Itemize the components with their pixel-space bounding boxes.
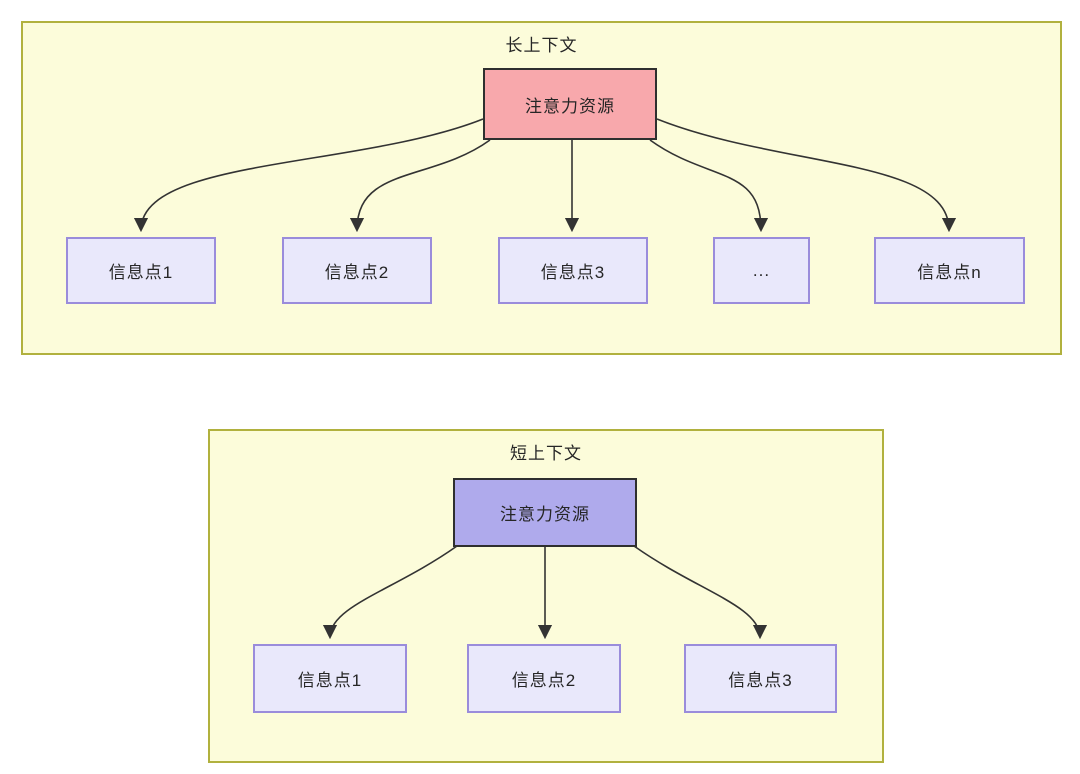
info-point-node: 信息点3: [684, 644, 837, 713]
info-point-node: 信息点2: [282, 237, 432, 304]
info-point-node: 信息点n: [874, 237, 1025, 304]
info-point-node: 信息点3: [498, 237, 648, 304]
attention-resource-node-short: 注意力资源: [453, 478, 637, 547]
attention-resource-node-long: 注意力资源: [483, 68, 657, 140]
info-point-node: ...: [713, 237, 810, 304]
long-context-title: 长上下文: [505, 36, 578, 55]
info-point-node: 信息点1: [253, 644, 407, 713]
info-point-node: 信息点1: [66, 237, 216, 304]
short-context-title: 短上下文: [510, 444, 582, 463]
info-point-node: 信息点2: [467, 644, 621, 713]
